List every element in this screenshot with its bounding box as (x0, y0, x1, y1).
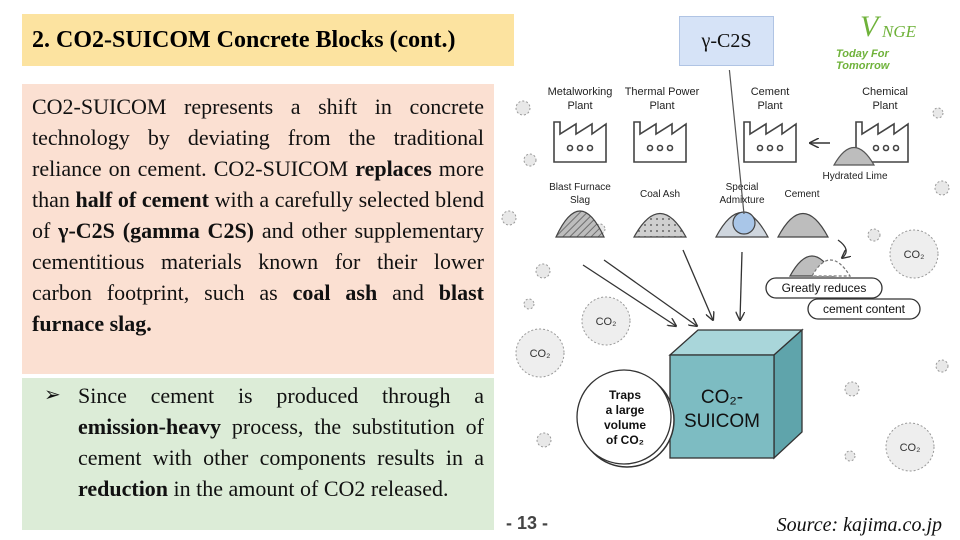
factory-icon (855, 121, 909, 163)
para-segment: γ-C2S (gamma C2S) (58, 218, 255, 243)
reduces-pill-1 (765, 277, 883, 299)
para-segment: replaces (355, 156, 432, 181)
bullet-segment: in the amount of CO2 released. (168, 476, 449, 501)
logo-mark-nge: NGE (882, 22, 916, 41)
description-paragraph: CO2-SUICOM represents a shift in concret… (22, 84, 494, 374)
para-segment: CO2-SUICOM represents a shift in concret… (32, 94, 484, 181)
cement-pile (777, 212, 829, 238)
plant-label-metalworking: Metalworking (548, 86, 613, 98)
para-segment: blast furnace slag. (32, 280, 485, 336)
plant-label-thermal-2: Plant (649, 100, 674, 112)
bullet-segment: reduction (78, 476, 169, 501)
coal-ash-pile (632, 212, 688, 238)
traps-co2-badge: Traps a large volume of CO₂ (576, 369, 675, 468)
bullet-text: Since cement is produced through a emiss… (78, 380, 484, 530)
co2-bubble-label: CO₂ (904, 249, 925, 261)
plant-label-metalworking-2: Plant (567, 100, 592, 112)
gamma-c2s-callout: γ-C2S (679, 16, 774, 66)
co2-bubble-label: CO₂ (900, 442, 921, 454)
gamma-callout-pointer (728, 70, 745, 215)
plant-label-chemical: Chemical (862, 86, 908, 98)
plant-label-cement: Cement (751, 86, 790, 98)
source-citation: Source: kajima.co.jp (776, 514, 942, 536)
hydrated-lime-pile (832, 147, 876, 166)
slide-title-box: 2. CO2-SUICOM Concrete Blocks (cont.) (22, 14, 514, 66)
logo-tagline: Today For Tomorrow (836, 48, 890, 72)
factory-icons (553, 121, 909, 163)
co2-bubbles: CO₂ CO₂ CO₂ CO₂ (515, 229, 939, 472)
flow-arrows (582, 239, 846, 326)
reduces-line-2: cement content (823, 302, 906, 316)
logo-mark-v: V (860, 10, 879, 43)
bullet-segment: Since cement is produced through a (78, 383, 484, 408)
traps-line-3: volume (604, 418, 646, 432)
bullet-point-box: ➢ Since cement is produced through a emi… (22, 378, 494, 530)
para-segment: half of cement (75, 187, 209, 212)
co2-bubble (581, 296, 631, 346)
traps-line-4: of CO₂ (606, 433, 644, 447)
co2-suicom-diagram: CO₂ CO₂ CO₂ CO₂ Metalworking Plant Therm… (501, 70, 950, 472)
co2-bubble-label: CO₂ (596, 316, 617, 328)
slag-pile (555, 210, 605, 238)
plant-label-cement-2: Plant (757, 100, 782, 112)
co2-bubble (515, 328, 565, 378)
bullet-arrow-icon: ➢ (44, 384, 61, 406)
gamma-c2s-label: γ-C2S (701, 29, 752, 52)
admixture-particle (732, 211, 756, 235)
plant-label-chemical-2: Plant (872, 100, 897, 112)
reduces-pill-2 (807, 298, 921, 320)
material-label-admixture: Special (726, 182, 759, 193)
para-segment: and (377, 280, 439, 305)
vnge-logo: V NGE Today For Tomorrow (832, 10, 944, 72)
reduces-line-1: Greatly reduces (782, 281, 867, 295)
plant-label-thermal: Thermal Power (625, 86, 700, 98)
material-label-slag: Blast Furnace (549, 182, 611, 193)
suicom-line-1: CO₂- (701, 387, 743, 408)
suicom-line-2: SUICOM (684, 411, 760, 432)
plant-labels: Metalworking Plant Thermal Power Plant C… (548, 86, 908, 112)
bullet-segment: process, the substitution of cement with… (78, 414, 484, 470)
removed-cement-outline (810, 259, 852, 277)
particles (501, 100, 950, 462)
para-segment: coal ash (292, 280, 378, 305)
factory-icon (553, 121, 607, 163)
factory-icon (743, 121, 797, 163)
material-label-coal-ash: Coal Ash (640, 189, 680, 200)
material-labels: Blast Furnace Slag Coal Ash Special Admi… (549, 182, 820, 206)
co2-bubble (889, 229, 939, 279)
co2-bubble (885, 422, 935, 472)
para-segment: more than (32, 156, 485, 212)
para-segment: and other supplementary cementitious mat… (32, 218, 485, 305)
material-label-cement: Cement (784, 189, 819, 200)
slide-title: 2. CO2-SUICOM Concrete Blocks (cont.) (32, 26, 456, 53)
traps-line-2: a large (606, 403, 645, 417)
page-number: - 13 - (506, 513, 549, 533)
hydrated-lime-label: Hydrated Lime (822, 171, 887, 182)
co2-bubble-label: CO₂ (530, 348, 551, 360)
bullet-segment: emission-heavy (78, 414, 221, 439)
traps-line-1: Traps (609, 388, 641, 402)
factory-icon (633, 121, 687, 163)
para-segment: with a carefully selected blend of (32, 187, 484, 243)
material-label-slag-2: Slag (570, 195, 590, 206)
suicom-block: CO₂- SUICOM (668, 328, 804, 460)
